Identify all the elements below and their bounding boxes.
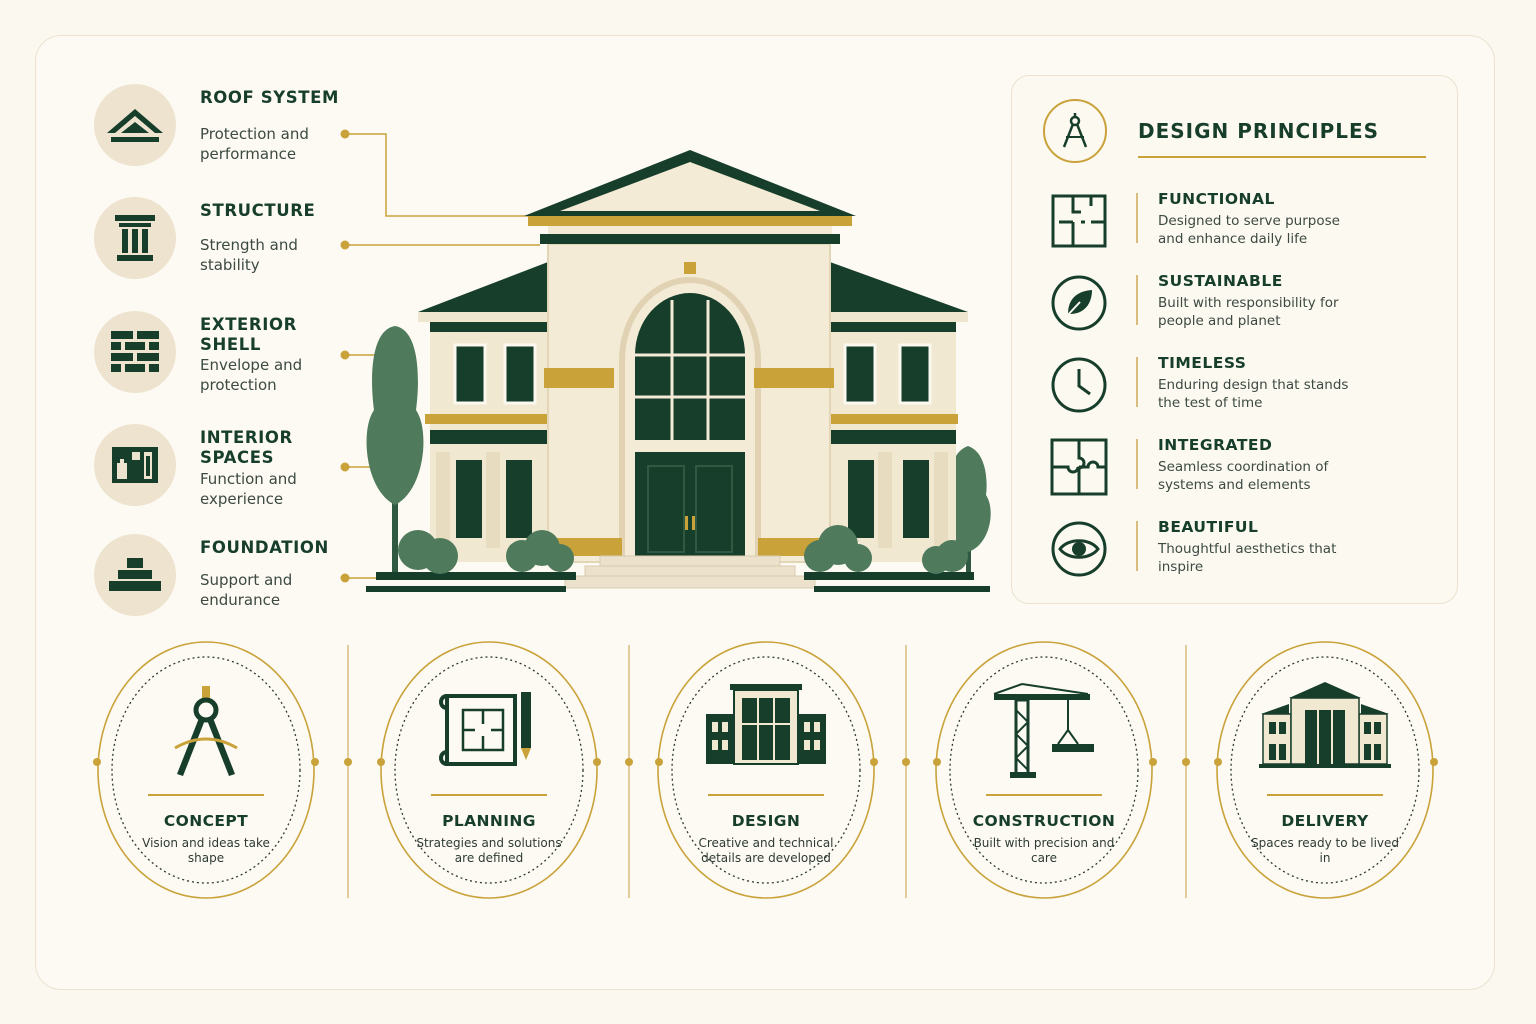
column-icon xyxy=(94,197,176,279)
step-title: PLANNING xyxy=(442,812,536,830)
step-desc: Vision and ideas take shape xyxy=(142,836,270,865)
process-step-construction: CONSTRUCTION Built with precision and ca… xyxy=(934,640,1154,900)
principle-title: INTEGRATED xyxy=(1158,436,1273,454)
principle-integrated: INTEGRATED Seamless coordination of syst… xyxy=(1048,436,1448,506)
component-title: ROOF SYSTEM xyxy=(200,88,340,107)
house-icon xyxy=(1259,680,1391,774)
component-interior-spaces: INTERIOR SPACES Function and experience xyxy=(94,424,394,514)
crane-icon xyxy=(992,680,1096,784)
step-title: DELIVERY xyxy=(1281,812,1369,830)
process-step-concept: CONCEPT Vision and ideas take shape xyxy=(96,640,316,900)
step-desc: Built with precision and care xyxy=(973,836,1115,865)
principle-title: SUSTAINABLE xyxy=(1158,272,1283,290)
design-principles-panel: DESIGN PRINCIPLES FUNCTIONAL Designed to… xyxy=(1011,75,1458,604)
principle-desc: Designed to serve purpose and enhance da… xyxy=(1158,213,1340,247)
component-structure: STRUCTURE Strength and stability xyxy=(94,197,394,287)
component-title: FOUNDATION xyxy=(200,538,329,557)
principle-title: BEAUTIFUL xyxy=(1158,518,1259,536)
component-title: STRUCTURE xyxy=(200,201,316,220)
principle-beautiful: BEAUTIFUL Thoughtful aesthetics that ins… xyxy=(1048,518,1448,588)
clock-icon xyxy=(1048,354,1110,416)
divider xyxy=(431,794,547,796)
component-title: INTERIOR SPACES xyxy=(200,428,293,467)
step-desc: Spaces ready to be lived in xyxy=(1250,836,1400,865)
floor-plan-icon xyxy=(1048,190,1110,252)
divider xyxy=(986,794,1102,796)
component-desc: Support and endurance xyxy=(200,571,293,609)
component-desc: Protection and performance xyxy=(200,125,309,163)
divider xyxy=(1138,156,1426,158)
process-step-delivery: DELIVERY Spaces ready to be lived in xyxy=(1215,640,1435,900)
roof-icon xyxy=(94,84,176,166)
component-exterior-shell: EXTERIOR SHELL Envelope and protection xyxy=(94,311,394,401)
step-title: CONSTRUCTION xyxy=(972,812,1116,830)
brick-wall-icon xyxy=(94,311,176,393)
process-step-design: DESIGN Creative and technical details ar… xyxy=(656,640,876,900)
puzzle-icon xyxy=(1048,436,1110,498)
divider xyxy=(1267,794,1383,796)
divider xyxy=(708,794,824,796)
component-title: EXTERIOR SHELL xyxy=(200,315,297,354)
component-roof-system: ROOF SYSTEM Protection and performance xyxy=(94,84,394,174)
principles-title: DESIGN PRINCIPLES xyxy=(1138,119,1380,143)
component-foundation: FOUNDATION Support and endurance xyxy=(94,534,394,624)
principle-timeless: TIMELESS Enduring design that stands the… xyxy=(1048,354,1448,424)
process-step-planning: PLANNING Strategies and solutions are de… xyxy=(379,640,599,900)
component-desc: Function and experience xyxy=(200,470,297,508)
step-desc: Strategies and solutions are defined xyxy=(416,836,562,865)
component-desc: Strength and stability xyxy=(200,236,298,274)
principle-desc: Built with responsibility for people and… xyxy=(1158,295,1339,329)
divider xyxy=(148,794,264,796)
compass-icon xyxy=(1043,99,1107,163)
step-title: CONCEPT xyxy=(163,812,249,830)
principle-desc: Enduring design that stands the test of … xyxy=(1158,377,1349,411)
principle-desc: Seamless coordination of systems and ele… xyxy=(1158,459,1329,493)
step-desc: Creative and technical details are devel… xyxy=(698,836,834,865)
principle-title: FUNCTIONAL xyxy=(1158,190,1275,208)
component-desc: Envelope and protection xyxy=(200,356,303,394)
principle-desc: Thoughtful aesthetics that inspire xyxy=(1158,541,1337,575)
principle-sustainable: SUSTAINABLE Built with responsibility fo… xyxy=(1048,272,1448,342)
principle-functional: FUNCTIONAL Designed to serve purpose and… xyxy=(1048,190,1448,260)
interior-icon xyxy=(94,424,176,506)
building-model-icon xyxy=(704,680,828,774)
compass-icon xyxy=(171,680,241,784)
foundation-icon xyxy=(94,534,176,616)
principle-title: TIMELESS xyxy=(1158,354,1247,372)
step-title: DESIGN xyxy=(731,812,801,830)
eye-icon xyxy=(1048,518,1110,580)
blueprint-icon xyxy=(439,680,539,774)
leaf-icon xyxy=(1048,272,1110,334)
